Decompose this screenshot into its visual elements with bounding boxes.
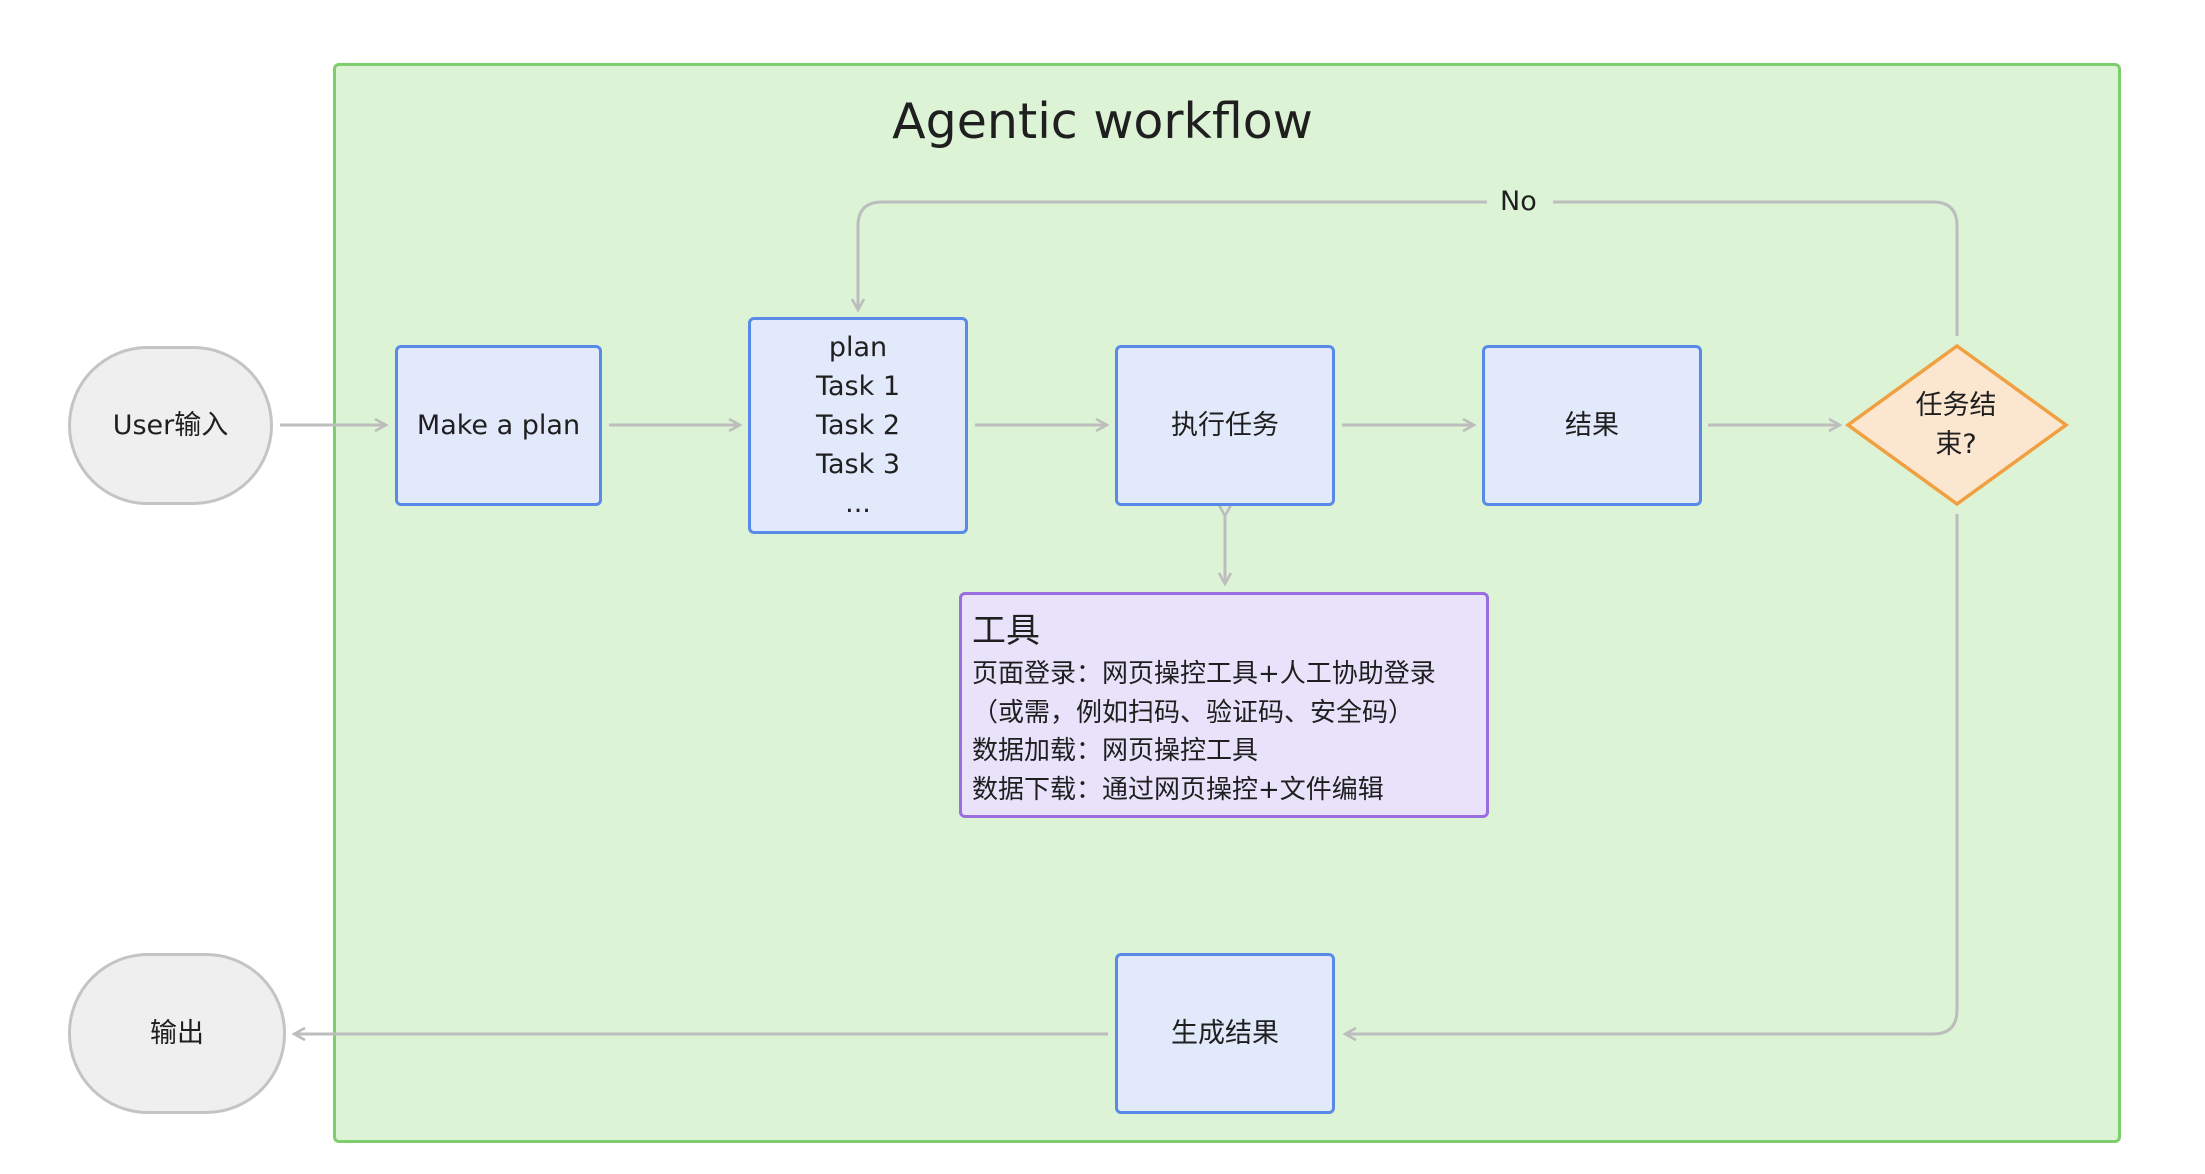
plan-line: Task 2 bbox=[815, 410, 901, 441]
generate-result-node: 生成结果 bbox=[1115, 953, 1335, 1114]
tools-node: 工具 页面登录：网页操控工具+人工协助登录 （或需，例如扫码、验证码、安全码） … bbox=[959, 592, 1489, 818]
user-input-label: User输入 bbox=[112, 410, 229, 441]
no-edge-label: No bbox=[1500, 186, 1537, 217]
decision-line: 任务结 bbox=[1915, 390, 1997, 421]
decision-diamond bbox=[1845, 343, 2069, 507]
group-title: Agentic workflow bbox=[892, 93, 1313, 150]
execute-task-node: 执行任务 bbox=[1115, 345, 1335, 506]
result-node: 结果 bbox=[1482, 345, 1702, 506]
edge-decision-to-generate bbox=[1345, 514, 1959, 1034]
output-label: 输出 bbox=[150, 1018, 204, 1049]
output-node: 输出 bbox=[68, 953, 286, 1114]
make-plan-node: Make a plan bbox=[395, 345, 602, 506]
generate-result-label: 生成结果 bbox=[1171, 1018, 1279, 1049]
tools-line: （或需，例如扫码、验证码、安全码） bbox=[972, 697, 1415, 728]
execute-task-label: 执行任务 bbox=[1171, 410, 1279, 441]
plan-line: plan bbox=[828, 332, 888, 363]
decision-node-label: 任务结 束? bbox=[1862, 386, 2050, 464]
make-plan-label: Make a plan bbox=[416, 410, 581, 441]
tools-line: 数据下载：通过网页操控+文件编辑 bbox=[972, 774, 1384, 805]
result-label: 结果 bbox=[1565, 410, 1619, 441]
plan-line: Task 3 bbox=[815, 449, 901, 480]
plan-line: Task 1 bbox=[815, 371, 901, 402]
decision-line: 束? bbox=[1935, 429, 1977, 460]
tools-line: 页面登录：网页操控工具+人工协助登录 bbox=[972, 659, 1436, 689]
tools-line: 数据加载：网页操控工具 bbox=[972, 736, 1259, 766]
plan-node: plan Task 1 Task 2 Task 3 ... bbox=[748, 317, 968, 534]
user-input-node: User输入 bbox=[68, 346, 273, 505]
plan-line: ... bbox=[845, 488, 871, 519]
tools-title: 工具 bbox=[972, 611, 1040, 651]
edge-no-loop bbox=[858, 200, 1959, 336]
